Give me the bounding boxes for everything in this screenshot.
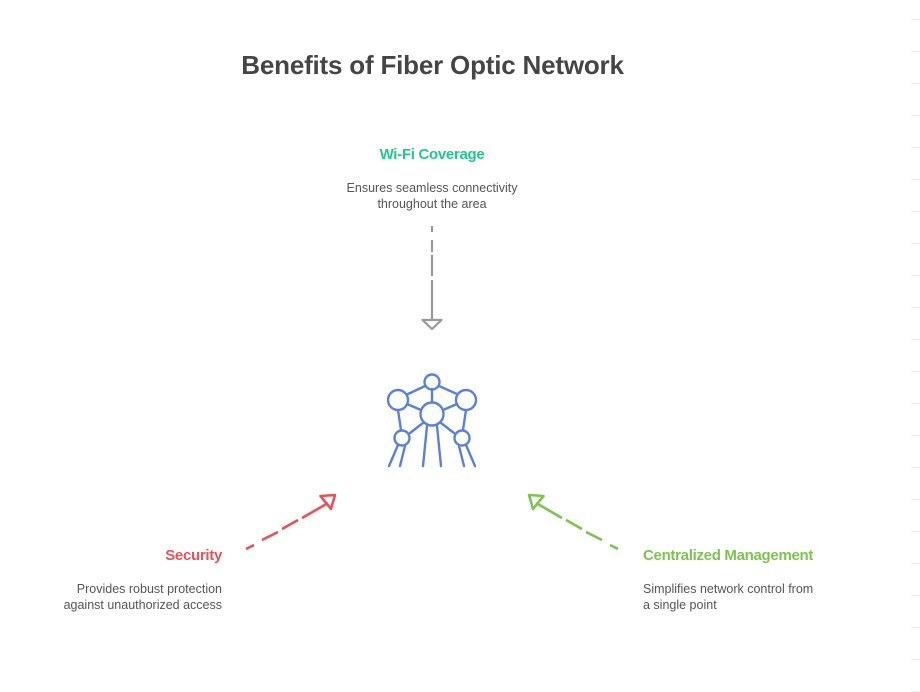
icon-node-center xyxy=(419,401,445,427)
centralized-management-description: Simplifies network control from a single… xyxy=(643,581,843,613)
diagram-title: Benefits of Fiber Optic Network xyxy=(241,50,624,80)
edge-tick xyxy=(911,659,920,660)
edge-tick xyxy=(911,371,920,372)
edge-tick xyxy=(911,51,920,52)
icon-node-top xyxy=(423,373,441,391)
edge-tick xyxy=(911,211,920,212)
edge-tick xyxy=(911,83,920,84)
security-arrow-dash-3 xyxy=(281,518,299,531)
management-description-line-1: Simplifies network control from xyxy=(643,582,814,596)
management-arrow-dash-2 xyxy=(585,530,603,542)
atomium-network-icon xyxy=(386,373,478,468)
edge-tick xyxy=(911,339,920,340)
security-arrow-dash-2 xyxy=(261,530,279,542)
edge-tick xyxy=(911,435,920,436)
management-arrow-head xyxy=(527,493,545,511)
wifi-description-line-2: throughout the area xyxy=(377,197,487,211)
security-arrow xyxy=(245,493,337,551)
edge-tick xyxy=(911,595,920,596)
edge-tick xyxy=(911,243,920,244)
icon-node-bottom-left xyxy=(393,429,411,447)
centralized-management-heading: Centralized Management xyxy=(643,547,814,564)
management-arrow-dash-3 xyxy=(565,518,583,531)
security-arrow-shaft xyxy=(301,501,329,520)
edge-tick xyxy=(911,275,920,276)
wifi-description-line-1: Ensures seamless connectivity xyxy=(346,181,518,195)
security-arrow-dash-1 xyxy=(245,543,255,551)
edge-tick xyxy=(911,531,920,532)
edge-tick xyxy=(911,179,920,180)
edge-tick xyxy=(911,563,920,564)
security-heading: Security xyxy=(165,547,222,564)
edge-tick xyxy=(911,147,920,148)
edge-tick xyxy=(911,499,920,500)
wifi-coverage-description: Ensures seamless connectivity throughout… xyxy=(232,180,632,212)
icon-node-left xyxy=(386,388,410,412)
edge-ruler-ticks xyxy=(910,0,920,692)
icon-node-bottom-right xyxy=(453,429,471,447)
edge-tick xyxy=(911,403,920,404)
security-description-line-1: Provides robust protection xyxy=(76,582,222,596)
management-arrow xyxy=(527,493,619,551)
edge-tick xyxy=(911,627,920,628)
wifi-coverage-heading: Wi-Fi Coverage xyxy=(379,146,485,163)
edge-tick xyxy=(911,115,920,116)
security-description: Provides robust protection against unaut… xyxy=(2,581,222,613)
security-arrow-head xyxy=(319,493,337,511)
wifi-arrow xyxy=(421,226,443,331)
edge-tick xyxy=(911,467,920,468)
management-description-line-2: a single point xyxy=(643,598,717,612)
management-arrow-dash-1 xyxy=(609,543,619,551)
edge-tick xyxy=(911,307,920,308)
icon-node-right xyxy=(454,388,478,412)
wifi-arrow-head xyxy=(421,318,443,331)
edge-tick xyxy=(911,19,920,20)
management-arrow-shaft xyxy=(535,501,563,520)
security-description-line-2: against unauthorized access xyxy=(63,598,222,612)
